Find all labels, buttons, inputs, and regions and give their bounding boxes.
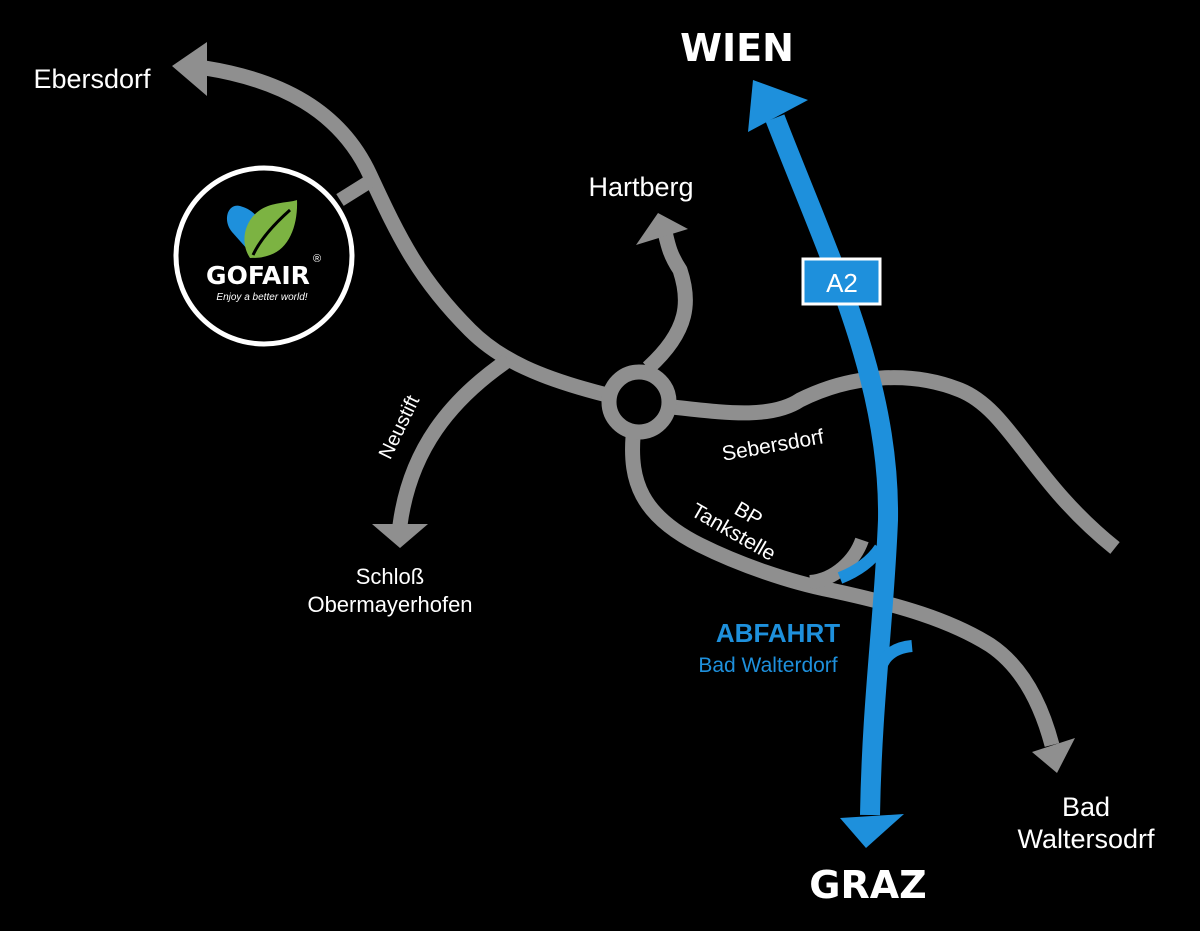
arrowhead-ebersdorf (172, 42, 207, 96)
brand-tagline: Enjoy a better world! (216, 292, 307, 303)
arrowhead-wien (748, 80, 808, 132)
label-wien: WIEN (680, 26, 794, 70)
road-ramp-gas (808, 537, 869, 589)
exit-title: ABFAHRT (716, 618, 840, 648)
highway-shield-label: A2 (826, 268, 858, 298)
exit-label: ABFAHRT Bad Walterdorf (698, 618, 840, 677)
place-labels: WIEN GRAZ Ebersdorf Hartberg Neustift Sc… (33, 26, 1155, 907)
road-logo-spur (336, 174, 376, 206)
road-hartberg (642, 230, 693, 374)
roundabout (601, 364, 677, 440)
highway-ramp-north (837, 544, 885, 584)
exit-subtitle: Bad Walterdorf (698, 654, 837, 677)
arrowhead-schloss (372, 524, 428, 548)
label-hartberg: Hartberg (588, 172, 693, 202)
road-neustift (392, 353, 513, 526)
label-ebersdorf: Ebersdorf (33, 64, 151, 94)
arrowhead-graz (840, 814, 904, 848)
road-sebersdorf (671, 370, 1120, 554)
arrowhead-bad (1032, 738, 1075, 773)
leaf-heart-icon (226, 200, 298, 258)
road-ebersdorf (203, 60, 609, 403)
label-graz: GRAZ (809, 863, 926, 907)
label-schloss-line2: Obermayerhofen (307, 592, 472, 617)
label-bad-line2: Waltersodrf (1017, 824, 1155, 854)
local-roads (203, 60, 1120, 747)
brand-name: GOFAIR (206, 261, 310, 290)
label-schloss-line1: Schloß (356, 564, 424, 589)
highway-ramp-south (872, 640, 913, 681)
registered-mark: ® (313, 253, 321, 265)
arrowhead-hartberg (636, 213, 688, 245)
highway-shield: A2 (801, 257, 882, 306)
highway-a2 (748, 80, 913, 848)
gofair-logo: GOFAIR ® Enjoy a better world! (173, 165, 355, 347)
label-bad-line1: Bad (1062, 792, 1110, 822)
road-tankstelle (625, 436, 1060, 747)
label-sebersdorf: Sebersdorf (720, 425, 825, 466)
highway-line (765, 114, 899, 816)
road-arrowheads (172, 42, 1075, 773)
